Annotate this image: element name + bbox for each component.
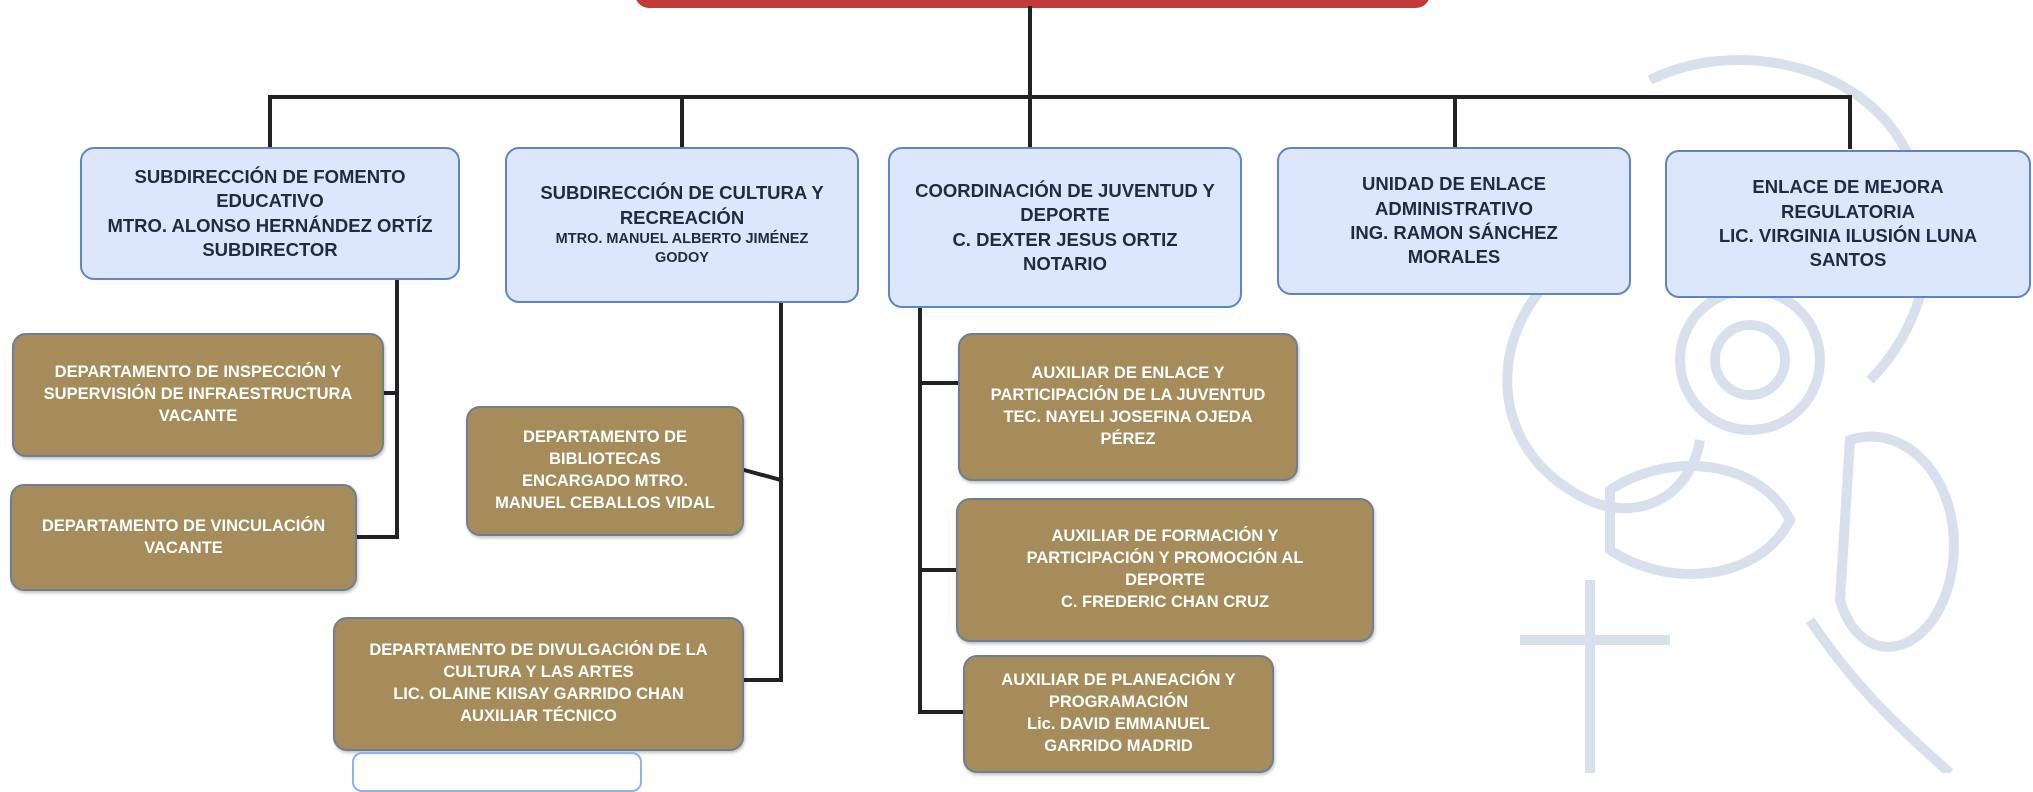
unit-enlace-mejora-regulatoria: ENLACE DE MEJORA REGULATORIA LIC. VIRGIN… xyxy=(1665,150,2031,298)
head-box xyxy=(635,0,1430,8)
dept-title: SUPERVISIÓN DE INFRAESTRUCTURA xyxy=(43,385,353,404)
unit-head-name: ING. RAMON SÁNCHEZ xyxy=(1350,222,1558,243)
dept-title: AUXILIAR DE PLANEACIÓN Y xyxy=(1001,671,1236,690)
dept-auxiliar-planeacion-programacion: AUXILIAR DE PLANEACIÓN Y PROGRAMACIÓN Li… xyxy=(963,655,1274,773)
unit-head-role: NOTARIO xyxy=(1023,252,1107,274)
unit-title: COORDINACIÓN DE JUVENTUD Y xyxy=(915,179,1215,201)
dept-holder: ENCARGADO MTRO. xyxy=(522,472,688,490)
dept-title: PARTICIPACIÓN Y PROMOCIÓN AL xyxy=(1026,549,1304,568)
dept-title: AUXILIAR DE FORMACIÓN Y xyxy=(1051,527,1279,546)
dept-holder: Lic. DAVID EMMANUEL xyxy=(1026,715,1211,733)
unit-coordinacion-juventud-deporte: COORDINACIÓN DE JUVENTUD Y DEPORTE C. DE… xyxy=(888,147,1242,308)
dept-title: AUXILIAR DE ENLACE Y xyxy=(1031,364,1225,383)
dept-holder: MANUEL CEBALLOS VIDAL xyxy=(495,493,715,512)
dept-holder: TEC. NAYELI JOSEFINA OJEDA xyxy=(1003,408,1253,426)
dept-title: DEPORTE xyxy=(1125,571,1205,589)
dept-holder: VACANTE xyxy=(144,538,223,557)
unit-title: SUBDIRECCIÓN DE FOMENTO xyxy=(134,165,406,187)
connector-lines xyxy=(268,6,1852,714)
unit-subdireccion-fomento-educativo: SUBDIRECCIÓN DE FOMENTO EDUCATIVO MTRO. … xyxy=(80,147,460,280)
watermark-emblem xyxy=(1502,55,1959,773)
dept-title: DEPARTAMENTO DE INSPECCIÓN Y xyxy=(54,363,342,382)
unit-title: REGULATORIA xyxy=(1781,200,1915,222)
unit-head-name: MTRO. MANUEL ALBERTO JIMÉNEZ xyxy=(555,231,809,248)
unit-enlace-administrativo: UNIDAD DE ENLACE ADMINISTRATIVO ING. RAM… xyxy=(1277,147,1631,295)
unit-head-name: C. DEXTER JESUS ORTIZ xyxy=(952,228,1178,250)
stamp-mark xyxy=(352,752,642,792)
unit-title: RECREACIÓN xyxy=(619,206,745,228)
dept-holder: GARRIDO MADRID xyxy=(1044,736,1193,755)
dept-title: DEPARTAMENTO DE VINCULACIÓN xyxy=(41,516,326,535)
dept-holder: AUXILIAR TÉCNICO xyxy=(460,706,617,725)
dept-holder: VACANTE xyxy=(158,406,238,425)
dept-auxiliar-formacion-deporte: AUXILIAR DE FORMACIÓN Y PARTICIPACIÓN Y … xyxy=(956,498,1374,642)
unit-head-name: MORALES xyxy=(1407,246,1501,268)
unit-head-name: LIC. VIRGINIA ILUSIÓN LUNA xyxy=(1718,225,1978,246)
dept-inspeccion-supervision: DEPARTAMENTO DE INSPECCIÓN Y SUPERVISIÓN… xyxy=(12,333,384,457)
dept-title: DEPARTAMENTO DE DIVULGACIÓN DE LA xyxy=(369,641,708,660)
dept-vinculacion: DEPARTAMENTO DE VINCULACIÓN VACANTE xyxy=(10,484,357,591)
unit-title: ADMINISTRATIVO xyxy=(1375,197,1533,219)
dept-title: DEPARTAMENTO DE xyxy=(522,428,688,447)
dept-holder: C. FREDERIC CHAN CRUZ xyxy=(1060,592,1270,611)
unit-title: SUBDIRECCIÓN DE CULTURA Y xyxy=(540,182,824,204)
unit-head-role: SUBDIRECTOR xyxy=(202,238,338,260)
dept-bibliotecas: DEPARTAMENTO DE BIBLIOTECAS ENCARGADO MT… xyxy=(466,406,744,536)
unit-title: EDUCATIVO xyxy=(216,190,324,212)
dept-title: BIBLIOTECAS xyxy=(549,450,661,469)
dept-title: PARTICIPACIÓN DE LA JUVENTUD xyxy=(990,386,1266,405)
dept-title: CULTURA Y LAS ARTES xyxy=(443,663,634,682)
unit-subdireccion-cultura-recreacion: SUBDIRECCIÓN DE CULTURA Y RECREACIÓN MTR… xyxy=(505,147,859,303)
unit-head-name: SANTOS xyxy=(1809,249,1887,271)
dept-holder: PÉREZ xyxy=(1100,429,1156,448)
unit-title: UNIDAD DE ENLACE xyxy=(1362,173,1546,195)
dept-auxiliar-enlace-juventud: AUXILIAR DE ENLACE Y PARTICIPACIÓN DE LA… xyxy=(958,333,1298,481)
unit-title: ENLACE DE MEJORA xyxy=(1752,176,1944,198)
dept-holder: LIC. OLAINE KIISAY GARRIDO CHAN xyxy=(393,685,684,703)
unit-head-name: MTRO. ALONSO HERNÁNDEZ ORTÍZ xyxy=(107,214,433,236)
dept-divulgacion-cultura-artes: DEPARTAMENTO DE DIVULGACIÓN DE LA CULTUR… xyxy=(333,617,744,751)
unit-title: DEPORTE xyxy=(1020,204,1110,226)
unit-head-name: GODOY xyxy=(655,250,709,267)
dept-title: PROGRAMACIÓN xyxy=(1048,693,1189,712)
